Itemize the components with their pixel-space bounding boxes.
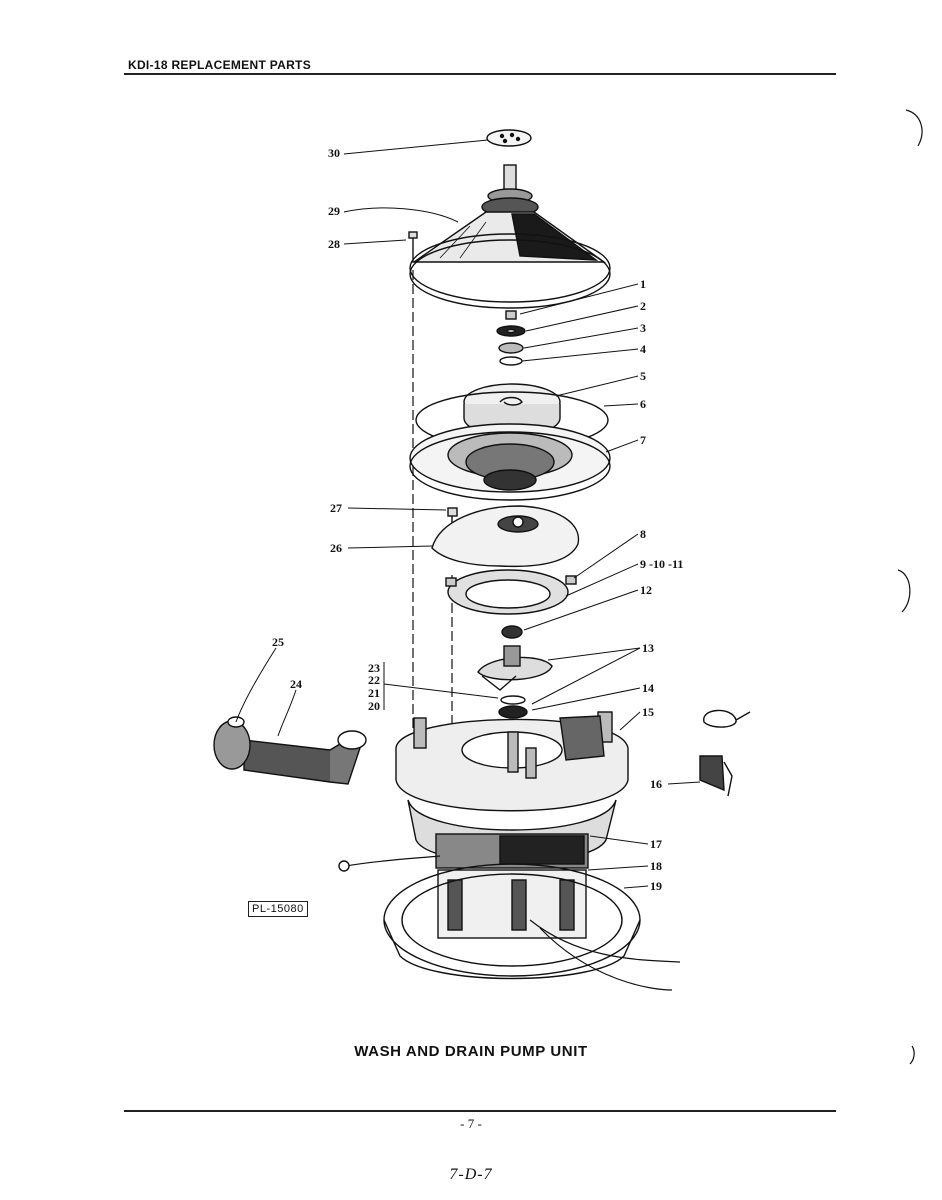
callout-29: 29: [328, 204, 340, 218]
callout-9-10-11: 9 -10 -11: [640, 557, 683, 571]
part-pump-housing: [409, 423, 611, 501]
callout-2: 2: [640, 299, 646, 313]
callout-24: 24: [290, 677, 302, 691]
part-switch: [699, 709, 751, 797]
callout-13: 13: [642, 641, 654, 655]
callout-30: 30: [328, 146, 340, 160]
part-seal-ring: [445, 569, 577, 615]
callout-17: 17: [650, 837, 662, 851]
callout-6: 6: [640, 397, 646, 411]
part-filter-disc: [486, 129, 532, 147]
callout-28: 28: [328, 237, 340, 251]
part-nut-washers: [496, 310, 526, 366]
callout-23: 23: [368, 661, 380, 675]
part-washer-stack: [498, 695, 528, 719]
callout-15: 15: [642, 705, 654, 719]
callout-7: 7: [640, 433, 646, 447]
callout-22: 22: [368, 673, 380, 687]
callout-5: 5: [640, 369, 646, 383]
plate-number: PL-15080: [248, 901, 308, 917]
part-motor-stator: [407, 799, 617, 939]
callout-20: 20: [368, 699, 380, 713]
page-number: - 7 -: [460, 1116, 482, 1131]
margin-marks: [897, 109, 923, 1065]
callout-1: 1: [640, 277, 646, 291]
part-rotor-13: [477, 645, 553, 691]
callout-labels: 30 29 28 1 2 3 4 5 6 7 27 26 8 9 -10 -11…: [272, 146, 683, 893]
callout-16: 16: [650, 777, 662, 791]
part-drain-hose: [213, 716, 367, 785]
part-mounting-plate: [431, 505, 580, 568]
part-seal-12: [501, 625, 523, 639]
callout-26: 26: [330, 541, 342, 555]
part-base-ring: [383, 863, 641, 980]
callout-25: 25: [272, 635, 284, 649]
callout-21: 21: [368, 686, 380, 700]
callout-18: 18: [650, 859, 662, 873]
callout-3: 3: [640, 321, 646, 335]
callout-12: 12: [640, 583, 652, 597]
page-header-title: KDI-18 REPLACEMENT PARTS: [128, 58, 311, 72]
callout-14: 14: [642, 681, 654, 695]
page-code: 7-D-7: [449, 1166, 493, 1183]
callout-27: 27: [330, 501, 342, 515]
header-rule: [124, 73, 836, 75]
part-motor-housing: [395, 711, 629, 812]
callout-19: 19: [650, 879, 662, 893]
diagram-caption: WASH AND DRAIN PUMP UNIT: [354, 1043, 588, 1060]
callout-8: 8: [640, 527, 646, 541]
callout-4: 4: [640, 342, 646, 356]
part-spray-cone: [409, 164, 611, 309]
part-screw-28: [408, 231, 418, 262]
footer-rule: [124, 1110, 836, 1112]
